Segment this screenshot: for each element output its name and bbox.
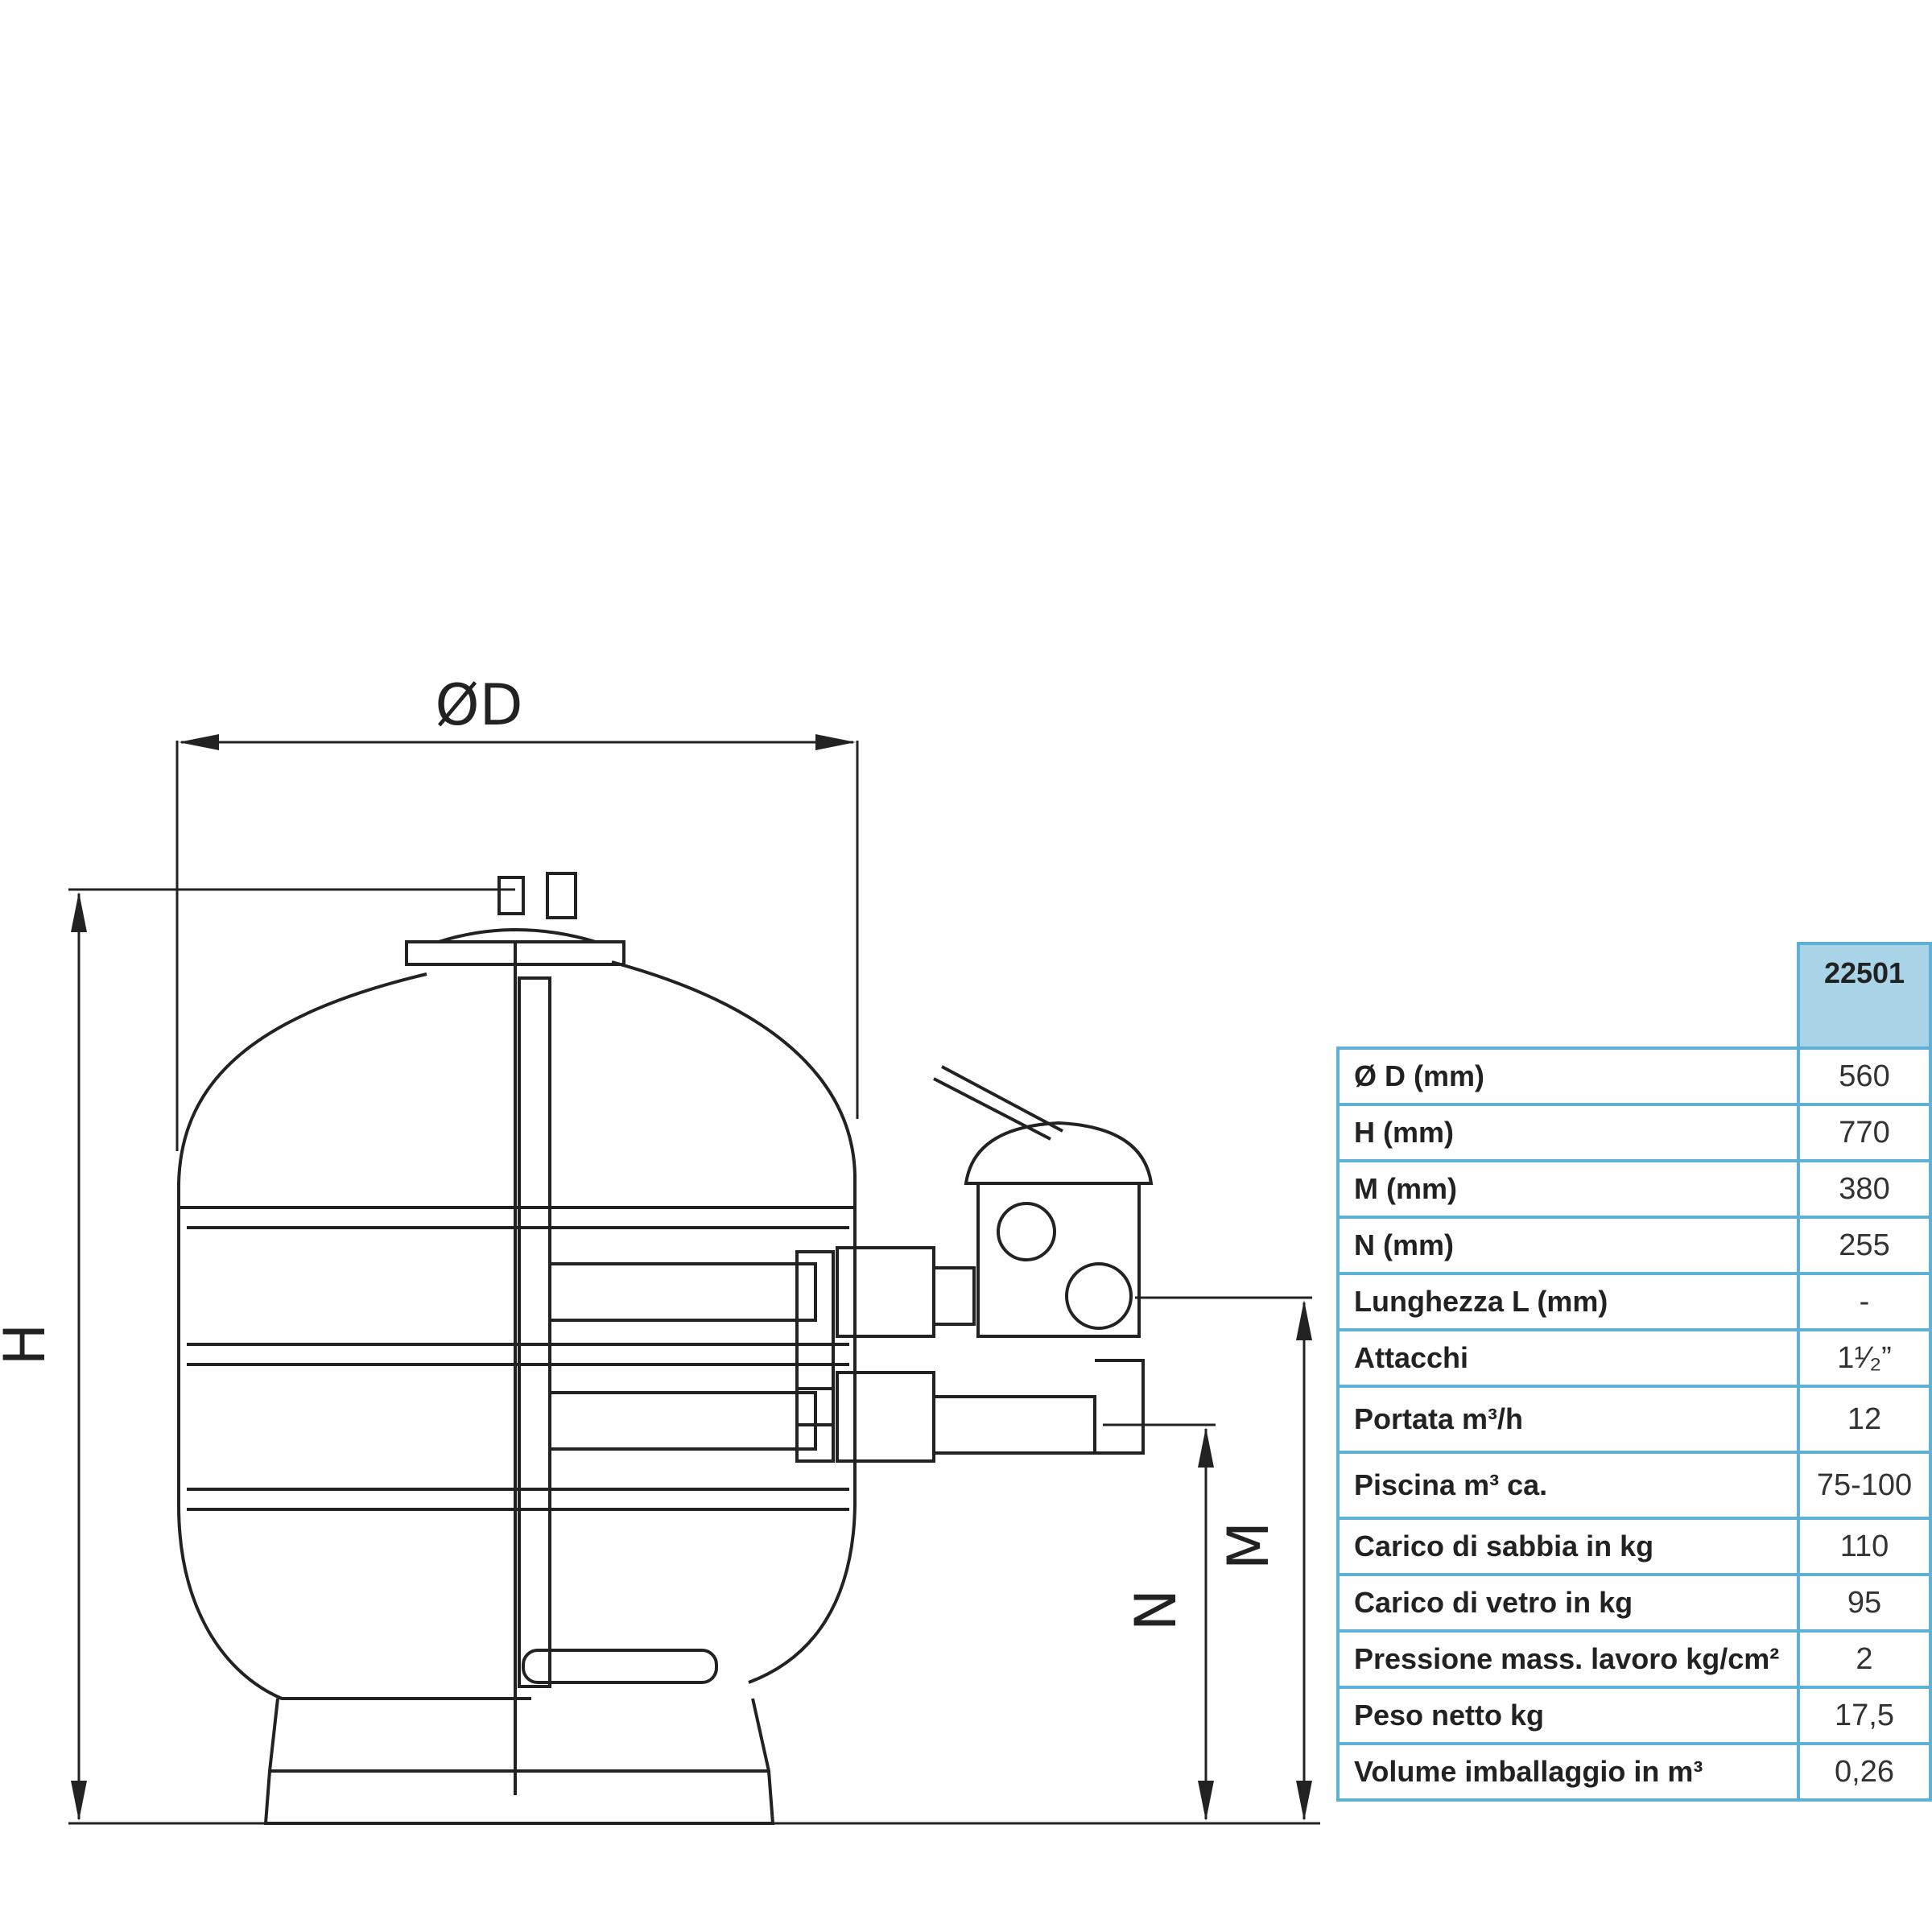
spec-label: Peso netto kg (1336, 1686, 1800, 1745)
spec-value: 1¹⁄₂” (1797, 1328, 1932, 1388)
spec-label: Lunghezza L (mm) (1336, 1272, 1800, 1331)
spec-value: 0,26 (1797, 1742, 1932, 1802)
spec-header-row: 22501 (1338, 942, 1932, 1050)
spec-table: 22501 Ø D (mm)560 H (mm)770 M (mm)380 N … (1336, 942, 1932, 1802)
spec-value: - (1797, 1272, 1932, 1331)
spec-value: 255 (1797, 1216, 1932, 1275)
spec-label: Attacchi (1336, 1328, 1800, 1388)
spec-row: N (mm)255 (1336, 1216, 1932, 1275)
tank-base (263, 1698, 775, 1825)
tank-outline (177, 972, 531, 1700)
spec-value: 12 (1797, 1385, 1932, 1454)
dim-label-n: N (1123, 1589, 1189, 1631)
spec-label: Carico di sabbia in kg (1336, 1517, 1800, 1576)
spec-label: Volume imballaggio in m³ (1336, 1742, 1800, 1802)
spec-label: M (mm) (1336, 1159, 1800, 1219)
spec-value: 380 (1797, 1159, 1932, 1219)
dim-label-h: H (0, 1323, 58, 1366)
spec-label: Carico di vetro in kg (1336, 1573, 1800, 1633)
spec-value: 110 (1797, 1517, 1932, 1576)
spec-label: Pressione mass. lavoro kg/cm² (1336, 1629, 1800, 1689)
spec-value: 770 (1797, 1103, 1932, 1162)
spec-value: 560 (1797, 1046, 1932, 1106)
multiport-valve (976, 1182, 1141, 1338)
spec-label: Portata m³/h (1336, 1385, 1800, 1454)
spec-label: N (mm) (1336, 1216, 1800, 1275)
spec-row: H (mm)770 (1336, 1103, 1932, 1162)
spec-value: 75-100 (1797, 1451, 1932, 1520)
spec-label: Ø D (mm) (1336, 1046, 1800, 1106)
spec-value: 2 (1797, 1629, 1932, 1689)
spec-row: Ø D (mm)560 (1336, 1046, 1932, 1106)
dim-label-m: M (1216, 1521, 1282, 1570)
spec-row: M (mm)380 (1336, 1159, 1932, 1219)
spec-label: H (mm) (1336, 1103, 1800, 1162)
spec-value: 95 (1797, 1573, 1932, 1633)
model-code: 22501 (1797, 942, 1932, 1050)
spec-row: Lunghezza L (mm)- (1336, 1272, 1932, 1331)
spec-label: Piscina m³ ca. (1336, 1451, 1800, 1520)
dim-label-diameter: ØD (436, 672, 523, 738)
spec-value: 17,5 (1797, 1686, 1932, 1745)
spec-row: Piscina m³ ca.75-100 (1336, 1451, 1932, 1520)
